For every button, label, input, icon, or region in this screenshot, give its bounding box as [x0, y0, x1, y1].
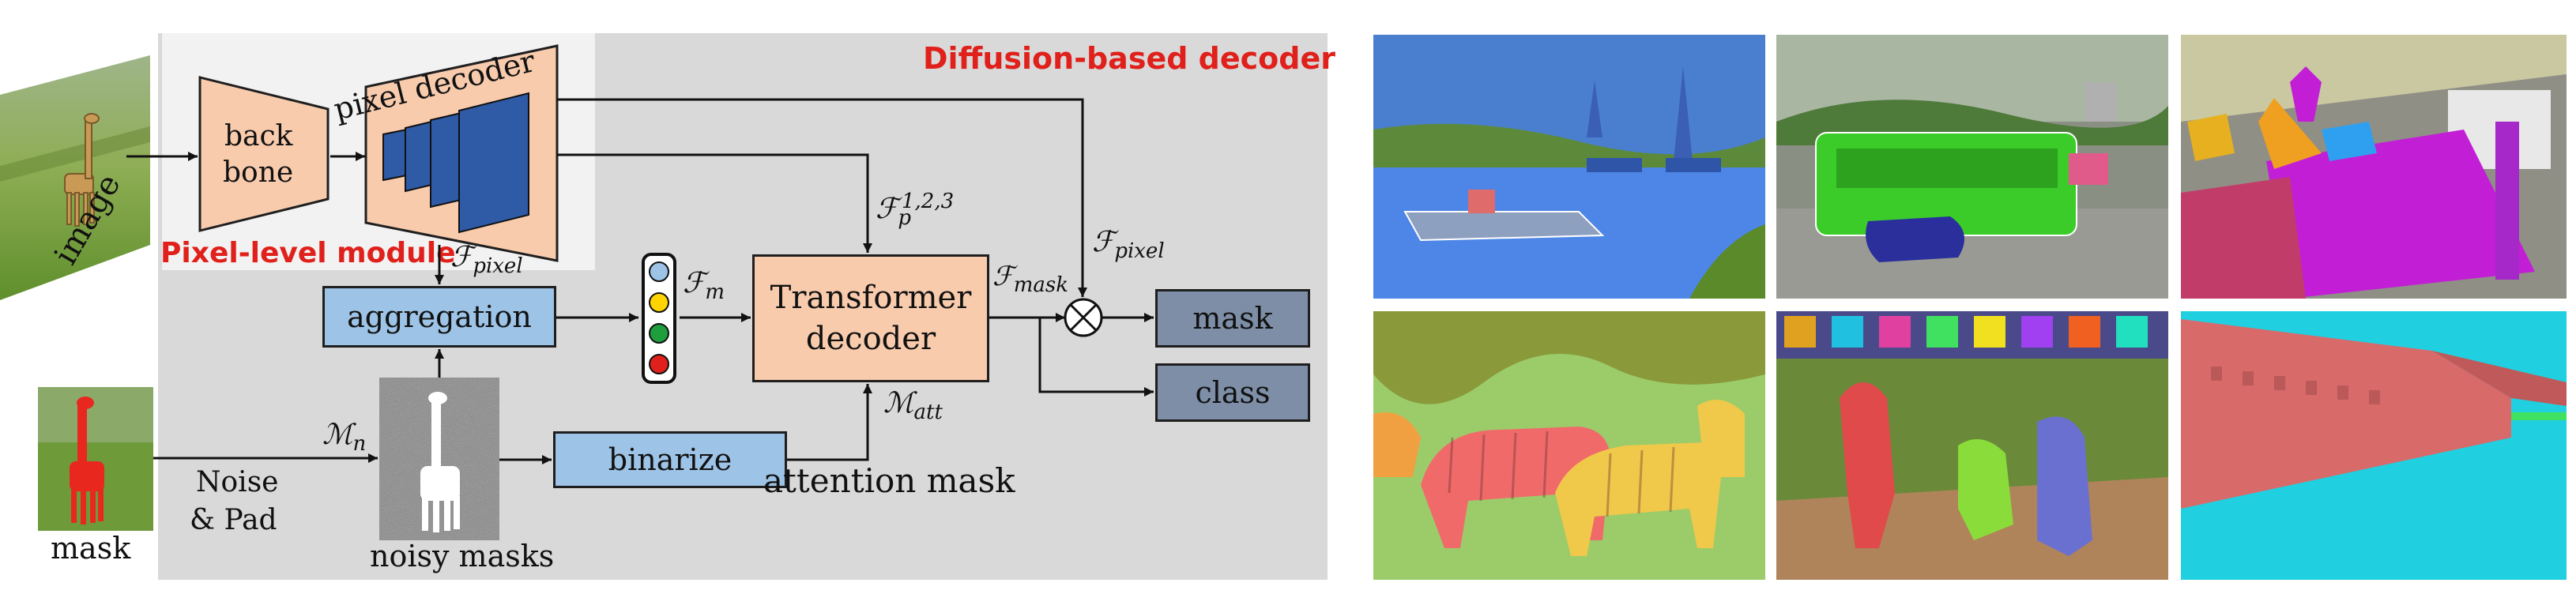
- feature-map-4: [458, 92, 529, 234]
- f-p-sub: p: [898, 206, 911, 231]
- example-baseball: [1776, 311, 2168, 580]
- mask-output: mask: [1155, 289, 1310, 348]
- f-mask-base: ℱ: [992, 261, 1014, 292]
- f-pixel-sub: pixel: [473, 254, 523, 279]
- arrow-transformer-class: [1038, 318, 1154, 397]
- example-harbor-boats: [1373, 35, 1765, 299]
- arrow-binarize-transformer: [787, 384, 872, 461]
- noisy-masks-label: noisy masks: [370, 539, 555, 573]
- example-fortress-water: [2181, 311, 2567, 580]
- noisy-mask-image: [379, 378, 499, 540]
- example-bedroom: [2181, 35, 2567, 299]
- input-image: [0, 55, 150, 300]
- binarize-block: binarize: [553, 431, 787, 488]
- query-token-yellow: [649, 292, 669, 313]
- connector-arrows: [126, 98, 1154, 464]
- f-m-sub: m: [705, 280, 725, 305]
- transformer-label-2: decoder: [805, 321, 936, 357]
- input-mask: [38, 387, 153, 531]
- f-pixel2-base: ℱ: [1092, 226, 1115, 258]
- f-mask-sub: mask: [1013, 273, 1068, 297]
- query-tokens: [642, 253, 676, 384]
- f-pixel-label: ℱpixel: [450, 241, 523, 278]
- example-street-bus: [1776, 35, 2168, 299]
- segmentation-examples: [1373, 35, 2567, 580]
- diffusion-decoder-title: Diffusion-based decoder: [923, 41, 1335, 76]
- backbone-block: [198, 76, 330, 232]
- m-n-label: ℳn: [322, 419, 366, 456]
- f-p-base: ℱ: [876, 193, 898, 225]
- query-token-green: [649, 323, 669, 344]
- backbone-label-1: back: [224, 120, 293, 152]
- mask-label: mask: [51, 531, 131, 566]
- arrow-fpixel-multiply: [557, 98, 1087, 297]
- f-m-base: ℱ: [683, 267, 706, 299]
- m-n-sub: n: [352, 432, 367, 457]
- f-p-label: ℱp1,2,3: [876, 190, 963, 230]
- backbone-label-2: bone: [223, 156, 294, 189]
- f-pixel2-sub: pixel: [1114, 239, 1165, 264]
- m-n-base: ℳ: [322, 419, 353, 451]
- multiply-operator: [1064, 298, 1103, 337]
- example-zebras: [1373, 311, 1765, 580]
- query-token-blue: [649, 261, 669, 282]
- pixel-module-title: Pixel-level module: [160, 237, 456, 269]
- query-token-red: [649, 354, 669, 374]
- f-mask-label: ℱmask: [992, 261, 1068, 297]
- f-p-sup: 1,2,3: [901, 190, 955, 213]
- aggregation-block: aggregation: [322, 286, 556, 348]
- f-pixel2-label: ℱpixel: [1092, 226, 1165, 263]
- attention-mask-label: attention mask: [763, 461, 1015, 500]
- pixel-decoder-block: [364, 44, 559, 262]
- transformer-decoder-block: Transformer decoder: [752, 254, 989, 382]
- class-output: class: [1155, 363, 1310, 422]
- transformer-label-1: Transformer: [770, 280, 972, 316]
- f-m-label: ℱm: [683, 267, 725, 304]
- m-att-base: ℳ: [883, 387, 914, 419]
- noise-label-1: Noise: [196, 466, 279, 498]
- f-pixel-base: ℱ: [450, 241, 473, 273]
- m-att-label: ℳatt: [883, 387, 943, 424]
- arrow-fp-transformer: [557, 153, 872, 253]
- noise-label-2: & Pad: [190, 504, 277, 536]
- m-att-sub: att: [913, 400, 943, 425]
